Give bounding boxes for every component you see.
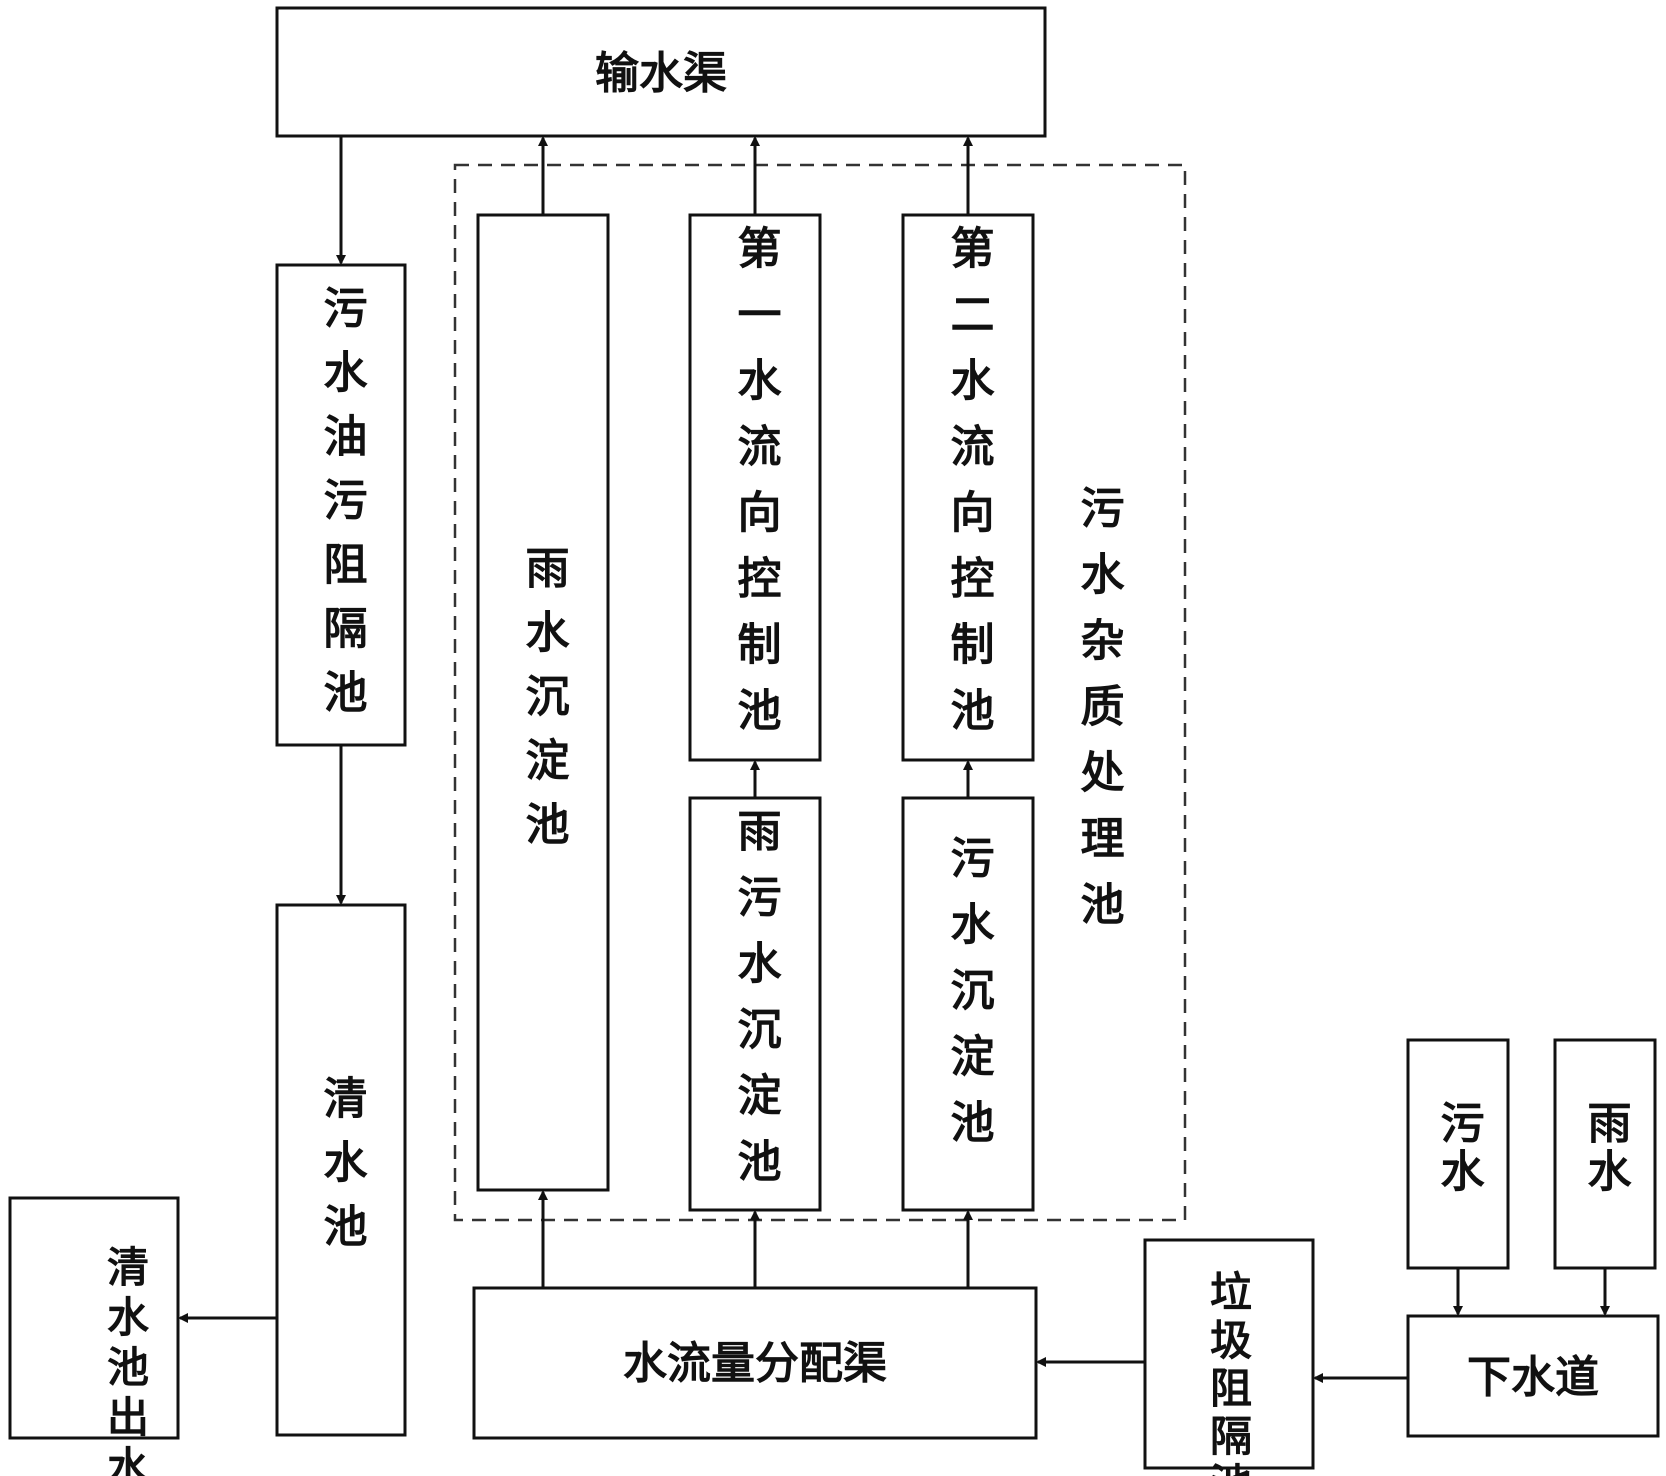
sewage-settling-pool-box	[901, 796, 1035, 1212]
second-flow-control-pool-label: 第二水流向控制池	[943, 225, 995, 753]
conveyance-canal-label: 输水渠	[595, 48, 727, 99]
conveyance-canal-box	[275, 6, 1047, 138]
clear-water-pool-box	[275, 903, 407, 1437]
sewage-source-box	[1406, 1038, 1510, 1270]
distribution-canal-label: 水流量分配渠	[623, 1338, 887, 1389]
sewer-label: 下水道	[1467, 1352, 1599, 1403]
sewage-source-label: 污水	[1433, 1100, 1485, 1196]
rain-settling-pool-label: 雨水沉淀池	[518, 545, 570, 865]
sewer-box	[1406, 1314, 1660, 1438]
rain-source-label: 雨水	[1580, 1100, 1632, 1196]
sewage-settling-pool-label: 污水沉淀池	[943, 835, 995, 1165]
rain-source-box	[1553, 1038, 1657, 1270]
impurity-treatment-group-label: 污水杂质处理池	[1073, 485, 1125, 947]
clear-water-pool-label: 清水池	[316, 1075, 368, 1267]
first-flow-control-pool-label: 第一水流向控制池	[730, 225, 782, 753]
clear-water-outlet-box	[8, 1196, 180, 1440]
garbage-barrier-pool-box	[1143, 1238, 1315, 1470]
oil-barrier-pool-label: 污水油污阻隔池	[316, 285, 368, 733]
oil-barrier-pool-box	[275, 263, 407, 747]
mixed-settling-pool-label: 雨污水沉淀池	[730, 808, 782, 1204]
clear-water-outlet-label: 清水池出水渠	[101, 1245, 150, 1476]
garbage-barrier-pool-label: 垃圾阻隔池	[1204, 1270, 1253, 1476]
impurity-treatment-group-outline	[453, 163, 1187, 1222]
